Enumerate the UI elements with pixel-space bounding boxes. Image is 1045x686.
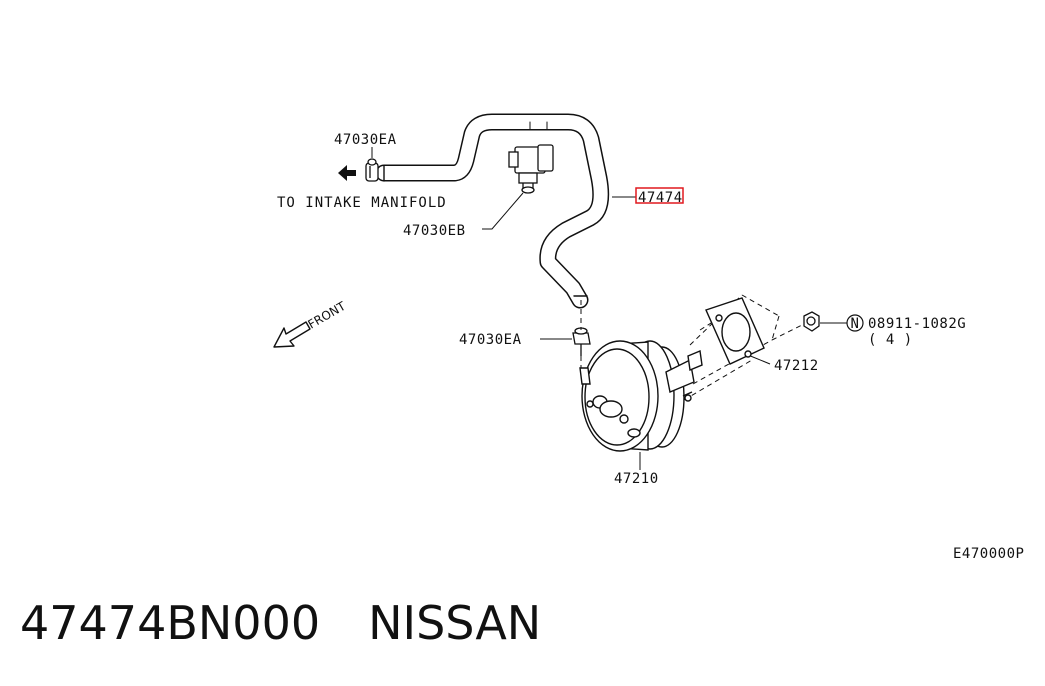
intake-manifold-note: TO INTAKE MANIFOLD <box>277 195 447 211</box>
check-valve-connector <box>508 144 554 194</box>
callout-gasket: 47212 <box>774 358 819 374</box>
booster-gasket <box>705 297 765 365</box>
diagram-code: E470000P <box>953 546 1024 562</box>
part-title: 47474BN000 NISSAN <box>20 596 541 650</box>
callout-nut-part: 08911-1082G <box>868 316 966 332</box>
callout-connector: 47030EB <box>403 223 466 239</box>
front-label: FRONT <box>306 299 349 332</box>
brand-name: NISSAN <box>368 596 542 650</box>
brake-booster <box>579 340 703 452</box>
leader-lines <box>371 147 847 470</box>
callout-clip-upper: 47030EA <box>334 132 397 148</box>
lower-hose-clip <box>572 327 591 356</box>
nut-n-letter: N <box>851 316 860 332</box>
callout-booster: 47210 <box>614 471 659 487</box>
upper-hose-clip <box>365 158 379 182</box>
part-number: 47474BN000 <box>20 596 321 650</box>
intake-direction-arrow-icon <box>338 165 356 181</box>
vacuum-hose <box>375 113 610 309</box>
callout-clip-lower: 47030EA <box>459 332 522 348</box>
flange-nut <box>803 311 820 332</box>
highlight-box <box>635 187 684 204</box>
callout-hose: 47474 <box>638 190 683 206</box>
front-direction-arrow-icon <box>273 321 311 348</box>
callout-nut-qty: ( 4 ) <box>868 332 913 348</box>
nut-n-circle <box>846 314 864 332</box>
